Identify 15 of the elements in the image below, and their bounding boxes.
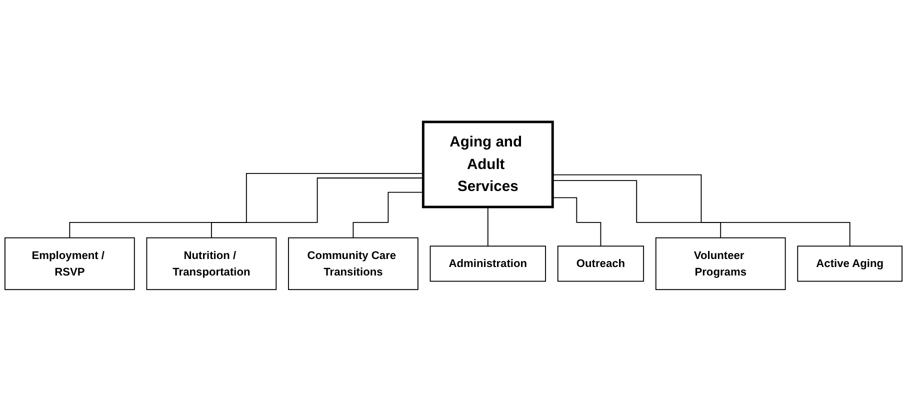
node-box: Volunteer Programs bbox=[655, 238, 786, 290]
connector bbox=[210, 178, 424, 238]
node-box: Community Care Transitions bbox=[288, 238, 418, 290]
connector bbox=[487, 206, 488, 247]
node-box: Aging and Adult Services bbox=[422, 120, 554, 208]
node-box: Employment / RSVP bbox=[4, 238, 135, 290]
connector bbox=[552, 180, 722, 238]
connector bbox=[352, 192, 424, 238]
connector bbox=[69, 173, 424, 238]
node-box: Administration bbox=[430, 246, 546, 282]
connector bbox=[552, 197, 602, 247]
connector bbox=[552, 174, 850, 247]
node-box: Outreach bbox=[557, 246, 644, 282]
node-box: Nutrition / Transportation bbox=[146, 238, 277, 290]
node-box: Active Aging bbox=[797, 246, 902, 282]
